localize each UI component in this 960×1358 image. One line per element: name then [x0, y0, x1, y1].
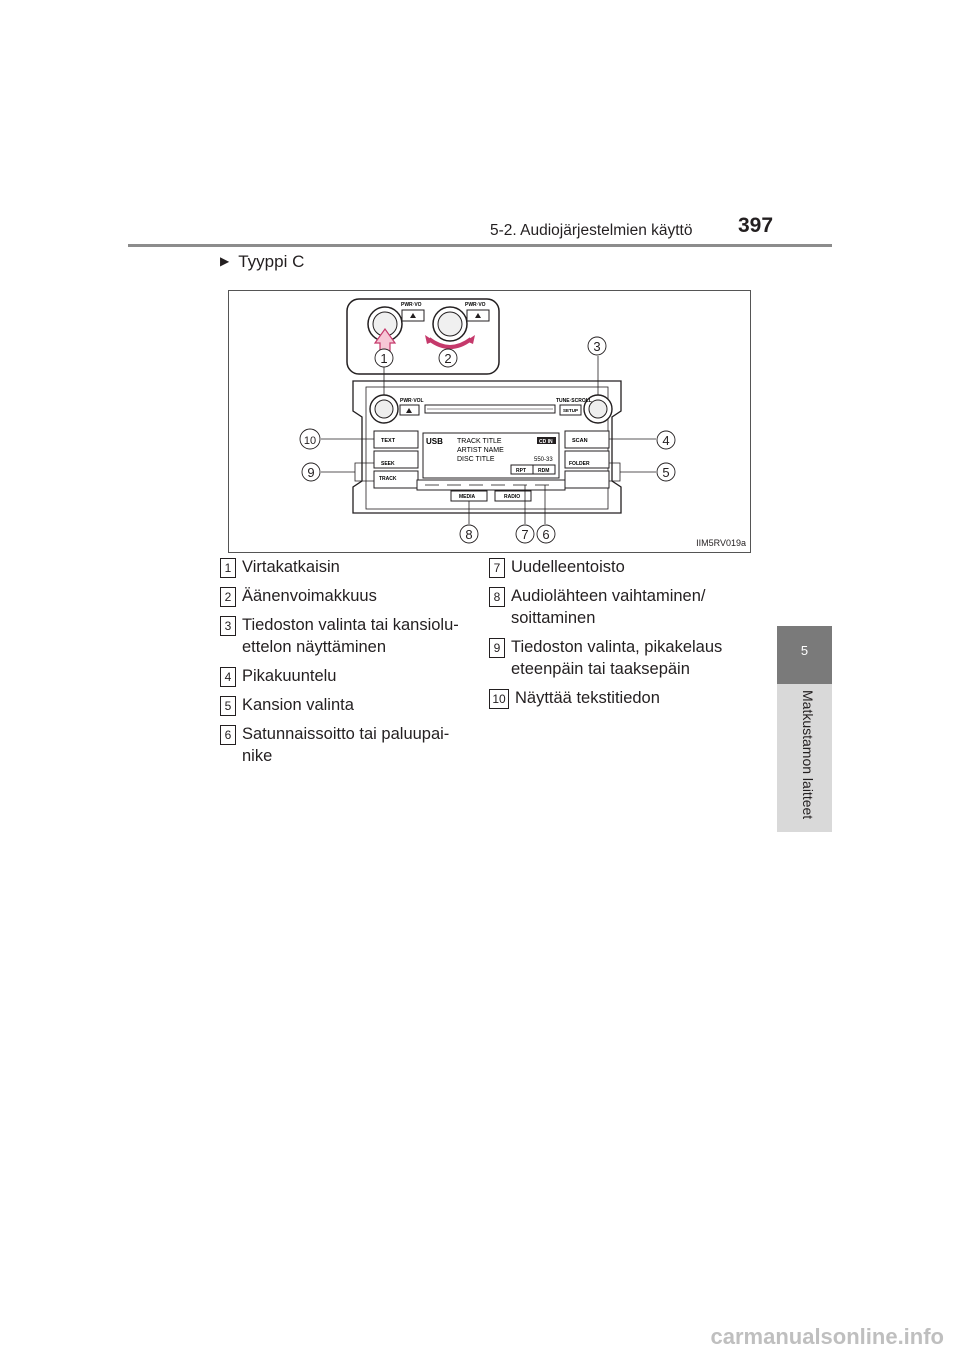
legend-text: Äänenvoimakkuus: [242, 587, 377, 605]
figure-code: IIM5RV019a: [696, 538, 746, 548]
audio-head-unit: PWR·VOL TUNE·SCROLL SETUP TEXT SEEK TRAC…: [352, 380, 622, 514]
legend-text: Audiolähteen vaihtaminen/ soittaminen: [511, 587, 706, 627]
legend-number: 5: [220, 696, 236, 716]
legend-number: 10: [489, 689, 509, 709]
legend-item: 8 Audiolähteen vaihtaminen/ soittaminen: [489, 585, 739, 629]
callout-8: 8: [465, 527, 472, 542]
legend-left: 1 Virtakatkaisin 2 Äänenvoimakkuus 3 Tiedos…: [220, 556, 460, 774]
legend-text: Uudelleentoisto: [511, 558, 625, 576]
callout-4: 4: [662, 433, 669, 448]
side-tab-body: [777, 684, 832, 832]
legend-text: Satunnaissoitto tai paluupai-nike: [242, 725, 450, 765]
subheading: ▶ Tyyppi C: [220, 252, 304, 272]
legend-item: 1 Virtakatkaisin: [220, 556, 460, 578]
legend-item: 10 Näyttää tekstitiedon: [489, 687, 739, 709]
display-artist-name: ARTIST NAME: [457, 447, 504, 454]
display-time: 550-33: [534, 457, 553, 463]
legend-number: 1: [220, 558, 236, 578]
side-tab: 5: [777, 626, 832, 684]
callout-10: 10: [304, 435, 316, 447]
legend-item: 3 Tiedoston valinta tai kansiolu-ettelon …: [220, 614, 460, 658]
legend-text: Pikakuuntelu: [242, 667, 337, 685]
callout-3: 3: [593, 339, 600, 354]
watermark: carmanualsonline.info: [710, 1324, 945, 1349]
legend-item: 9 Tiedoston valinta, pikakelaus eteenpäin…: [489, 636, 739, 680]
legend-number: 9: [489, 638, 505, 658]
scan-label: SCAN: [572, 438, 588, 444]
callout-6: 6: [542, 527, 549, 542]
legend-number: 7: [489, 558, 505, 578]
display-source: USB: [426, 437, 443, 446]
legend-number: 2: [220, 587, 236, 607]
media-label: MEDIA: [459, 494, 476, 500]
display-cd-in: CD IN: [539, 439, 553, 445]
side-tab-label: Matkustamon laitteet: [800, 690, 816, 820]
legend-right: 7 Uudelleentoisto 8 Audiolähteen vaihtamin…: [489, 556, 739, 716]
callout-9: 9: [307, 465, 314, 480]
setup-label: SETUP: [563, 408, 578, 413]
side-tab-number: 5: [800, 643, 809, 658]
legend-item: 6 Satunnaissoitto tai paluupai-nike: [220, 723, 460, 767]
callout-5: 5: [662, 465, 669, 480]
tune-scroll-label: TUNE·SCROLL: [556, 398, 592, 404]
legend-item: 7 Uudelleentoisto: [489, 556, 739, 578]
triangle-arrow-icon: ▶: [220, 254, 230, 268]
callout-1: 1: [380, 351, 387, 366]
display-track-title: TRACK TITLE: [457, 438, 502, 445]
page-number: 397: [738, 214, 774, 237]
legend-text: Kansion valinta: [242, 696, 354, 714]
subheading-text: Tyyppi C: [238, 252, 305, 271]
legend-text: Virtakatkaisin: [242, 558, 340, 576]
legend-item: 4 Pikakuuntelu: [220, 665, 460, 687]
legend-number: 8: [489, 587, 505, 607]
display-rpt: RPT: [516, 468, 526, 474]
seek-label: SEEK: [381, 461, 395, 467]
callout-7: 7: [521, 527, 528, 542]
display-disc-title: DISC TITLE: [457, 456, 495, 463]
header-rule: [128, 244, 832, 247]
audio-unit-figure: PWR·VO PWR·VO PWR·VOL TUNE·SCROLL: [228, 290, 751, 553]
display-rdm: RDM: [538, 468, 549, 474]
legend-number: 6: [220, 725, 236, 745]
folder-label: FOLDER: [569, 461, 590, 467]
pwr-vo-right-label: PWR·VO: [465, 302, 486, 308]
legend-item: 2 Äänenvoimakkuus: [220, 585, 460, 607]
legend-text: Näyttää tekstitiedon: [515, 689, 660, 707]
legend-number: 4: [220, 667, 236, 687]
header-section: 5-2. Audiojärjestelmien käyttö: [490, 222, 693, 239]
legend-item: 5 Kansion valinta: [220, 694, 460, 716]
text-button-label: TEXT: [381, 438, 396, 444]
pwr-vo-left-label: PWR·VO: [401, 302, 422, 308]
track-label: TRACK: [379, 476, 397, 482]
knob-inset: PWR·VO PWR·VO: [346, 298, 500, 375]
legend-text: Tiedoston valinta, pikakelaus eteenpäin …: [511, 638, 723, 678]
legend-number: 3: [220, 616, 236, 636]
callout-2: 2: [444, 351, 451, 366]
radio-label: RADIO: [504, 494, 520, 500]
pwr-vol-label: PWR·VOL: [400, 398, 424, 404]
legend-text: Tiedoston valinta tai kansiolu-ettelon n…: [242, 616, 459, 656]
